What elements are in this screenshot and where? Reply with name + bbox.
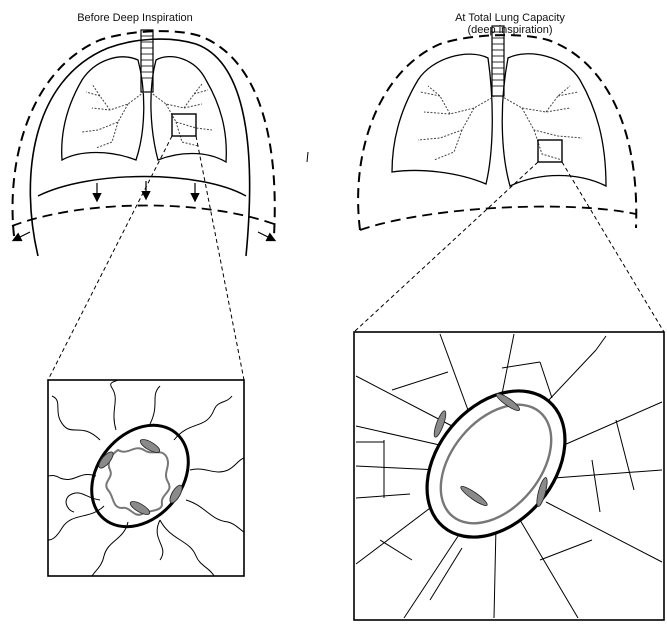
left-lungs-group xyxy=(12,30,275,380)
right-bronchial-tree xyxy=(418,86,582,160)
left-diaphragm-dashed xyxy=(12,205,274,226)
left-arrow-outward-left xyxy=(14,232,30,240)
left-slack-tethers xyxy=(48,380,244,576)
right-lung-right xyxy=(502,54,606,186)
left-inspection-box xyxy=(172,114,196,136)
right-zoom-line-1 xyxy=(354,162,538,332)
left-airway-wall xyxy=(72,406,208,546)
left-zoom-panel xyxy=(48,380,244,576)
right-chest-wall-dashed xyxy=(358,35,636,230)
left-diaphragm xyxy=(38,177,246,197)
right-trachea xyxy=(492,26,504,96)
left-lung-right xyxy=(151,57,226,162)
right-diaphragm-dashed xyxy=(360,207,636,230)
right-zoom-panel xyxy=(354,332,664,620)
left-lung-left xyxy=(62,57,144,160)
left-arrow-outward-right xyxy=(258,232,274,240)
right-airway-wall xyxy=(399,364,593,564)
left-bronchial-tree xyxy=(82,84,212,148)
right-lungs-group xyxy=(354,26,664,332)
right-zoom-line-2 xyxy=(562,162,664,332)
right-lung-left xyxy=(392,54,492,184)
left-zoom-line-1 xyxy=(48,136,172,380)
separator-mark xyxy=(307,152,308,162)
left-zoom-line-2 xyxy=(196,136,244,380)
